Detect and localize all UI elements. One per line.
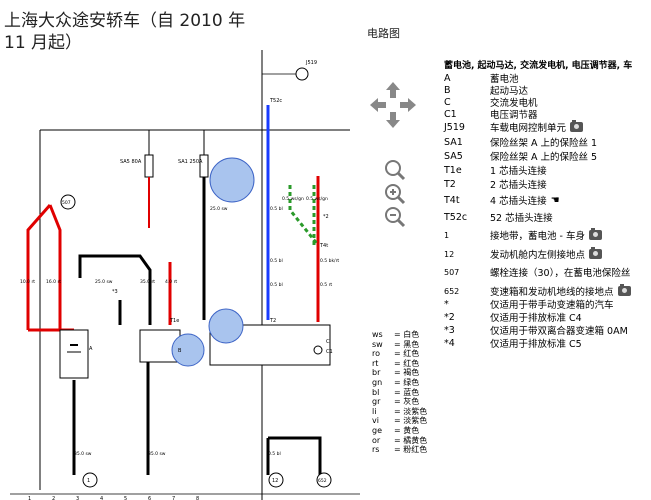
wire-color-row: ge= 黄色	[372, 425, 420, 435]
zoom-fit-icon[interactable]	[385, 184, 406, 205]
wiring-diagram[interactable]: J519 SA5 80A SA1 250A A B C	[0, 50, 365, 500]
hand-icon[interactable]: ☚	[550, 194, 560, 206]
camera-icon[interactable]	[589, 247, 603, 259]
marker-star3: *3	[112, 289, 118, 295]
ruler-number-5: 5	[124, 496, 127, 500]
component-j519[interactable]: J519	[295, 60, 317, 81]
wire-color-legend: ws= 白色 sw= 黑色 ro= 红色 rt= 红色 br= 褐色 gn= 绿…	[372, 330, 427, 455]
wire-label-15: 35.0 sw	[148, 451, 166, 457]
tool-panel	[370, 82, 416, 228]
ground-point-507[interactable]: 507	[60, 194, 76, 210]
svg-text:652: 652	[318, 478, 327, 484]
wire-color-row: bl= 蓝色	[372, 387, 420, 397]
ground-point-1[interactable]: 1	[82, 472, 98, 488]
fuse-sa5[interactable]	[144, 154, 154, 178]
label-sa5: SA5 80A	[120, 159, 142, 165]
pan-icon[interactable]	[370, 82, 416, 128]
wire-label-13: 0.5 bk/rt	[320, 258, 339, 264]
wire-label-11: 0.5 bl	[270, 258, 283, 264]
wire-label-9: 0.5 ws/gn	[306, 196, 328, 202]
label-t52c: T52c	[269, 98, 282, 104]
svg-text:12: 12	[272, 478, 278, 484]
wire-label-7: 0.5 bl	[270, 206, 283, 212]
ruler-number-2: 2	[52, 496, 55, 500]
zoom-in-icon[interactable]	[385, 160, 406, 181]
diagram-subtitle: 电路图	[367, 27, 400, 40]
svg-text:507: 507	[62, 200, 71, 206]
zoom-out-icon[interactable]	[385, 207, 406, 228]
wire-color-row: sw= 黑色	[372, 339, 420, 349]
label-c1: C1	[326, 349, 333, 355]
wire-label-4: 35.0 rt	[140, 279, 155, 285]
wire-color-row: br= 褐色	[372, 368, 420, 378]
label-starter-b: B	[178, 348, 182, 354]
wire-label-12: 0.5 rt	[320, 282, 332, 288]
legend-title: 蓄电池, 起动马达, 交流发电机, 电压调节器, 车	[444, 61, 633, 71]
page-title: 上海大众途安轿车（自 2010 年 11 月起）	[4, 11, 246, 53]
wire-color-row: ws= 白色	[372, 330, 420, 339]
wire-label-16: 0.5 bl	[268, 451, 281, 457]
label-battery-a: A	[89, 346, 93, 352]
wire-color-row: rs= 粉红色	[372, 445, 428, 455]
ruler-number-8: 8	[196, 496, 199, 500]
wire-label-5: 4.0 rt	[165, 279, 177, 285]
ruler-number-3: 3	[76, 496, 79, 500]
camera-icon[interactable]	[588, 228, 602, 240]
wire-label-2: 16.0 rt	[46, 279, 61, 285]
ruler-number-1: 1	[28, 496, 31, 500]
component-alternator-c[interactable]: C C1	[208, 308, 333, 366]
wire-label-10: 0.5 bl	[270, 282, 283, 288]
label-t4t: T4t	[319, 243, 328, 249]
wire-color-row: rt= 红色	[372, 358, 420, 368]
ruler-number-4: 4	[100, 496, 103, 500]
ruler-number-6: 6	[148, 496, 151, 500]
wire-color-row: vi= 淡紫色	[372, 416, 428, 426]
component-starter-b[interactable]: B	[139, 329, 205, 367]
wire-color-row: gr= 灰色	[372, 397, 420, 407]
wire-color-row: ro= 红色	[372, 349, 420, 359]
wire-label-8: 0.5 ws/gn	[282, 196, 304, 202]
wire-color-row: li= 淡紫色	[372, 406, 428, 416]
component-battery-a[interactable]: A	[59, 329, 93, 379]
wire-color-row: or= 橘黄色	[372, 435, 428, 445]
ground-point-652[interactable]: 652	[316, 472, 332, 488]
highlight-circle[interactable]	[209, 157, 255, 203]
marker-star2: *2	[323, 214, 329, 220]
wire-label-14: 35.0 sw	[74, 451, 92, 457]
legend-row: *仅适用于带手动变速箱的汽车	[444, 298, 614, 312]
wire-label-3: 25.0 sw	[95, 279, 113, 285]
ground-point-12[interactable]: 12	[268, 472, 284, 488]
label-t2: T2	[269, 318, 276, 324]
label-c: C	[326, 339, 330, 345]
label-sa1: SA1 250A	[178, 159, 203, 165]
camera-icon[interactable]	[617, 284, 631, 296]
label-t1e: T1e	[169, 318, 179, 324]
wire-label-6: 25.0 sw	[210, 206, 228, 212]
ruler-number-7: 7	[172, 496, 175, 500]
svg-text:1: 1	[87, 478, 90, 484]
label-j519: J519	[305, 60, 317, 66]
wire-color-row: gn= 绿色	[372, 377, 420, 387]
camera-icon[interactable]	[570, 120, 584, 132]
wire-label-1: 10.0 rt	[20, 279, 35, 285]
